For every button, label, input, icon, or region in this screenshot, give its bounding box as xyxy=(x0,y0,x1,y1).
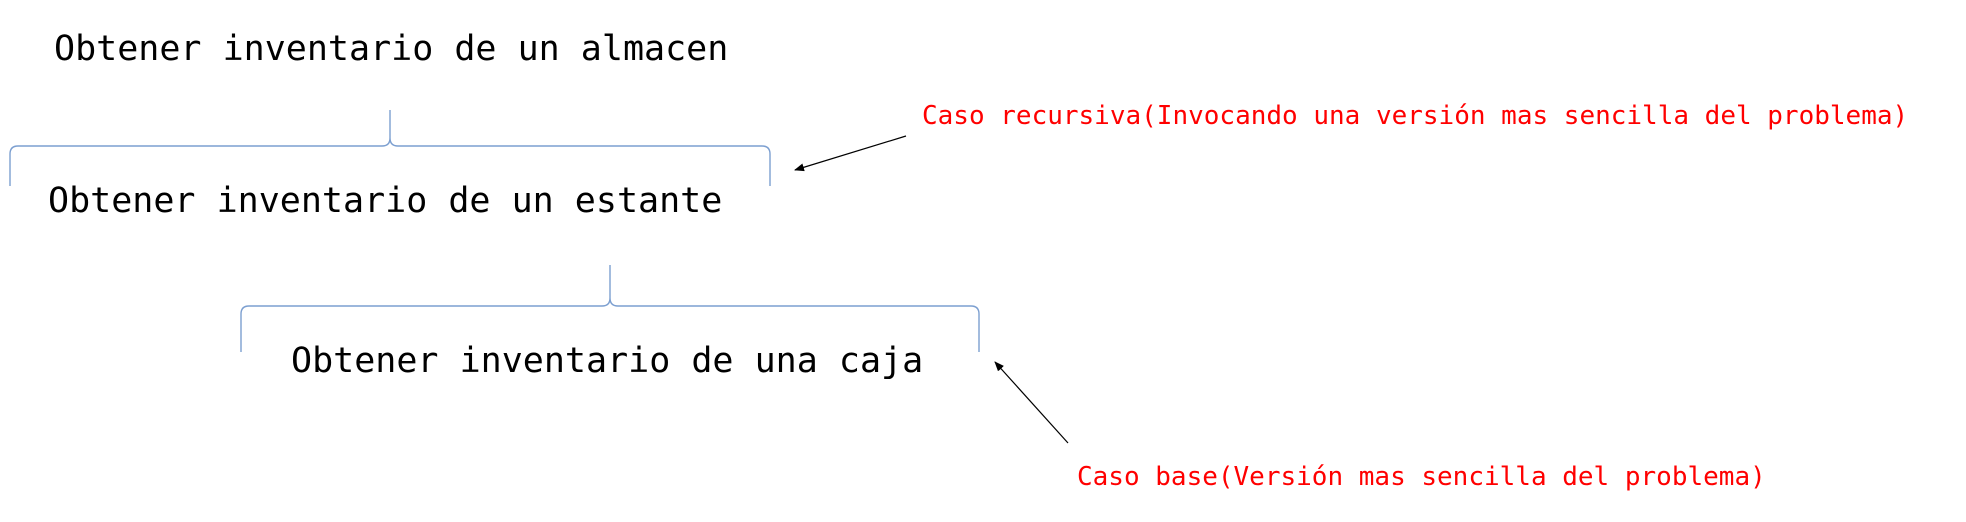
recursive-case-annotation: Caso recursiva(Invocando una versión mas… xyxy=(922,101,1908,131)
base-case-annotation: Caso base(Versión mas sencilla del probl… xyxy=(1077,462,1766,492)
level-caja-label: Obtener inventario de una caja xyxy=(291,341,923,381)
level-estante-label: Obtener inventario de un estante xyxy=(48,181,722,221)
base-case-arrow xyxy=(994,361,1069,444)
level-almacen-label: Obtener inventario de un almacen xyxy=(54,29,728,69)
bracket-estante-caja xyxy=(240,265,980,352)
bracket-almacen-estante xyxy=(9,110,771,186)
recursive-case-arrow xyxy=(794,135,907,172)
